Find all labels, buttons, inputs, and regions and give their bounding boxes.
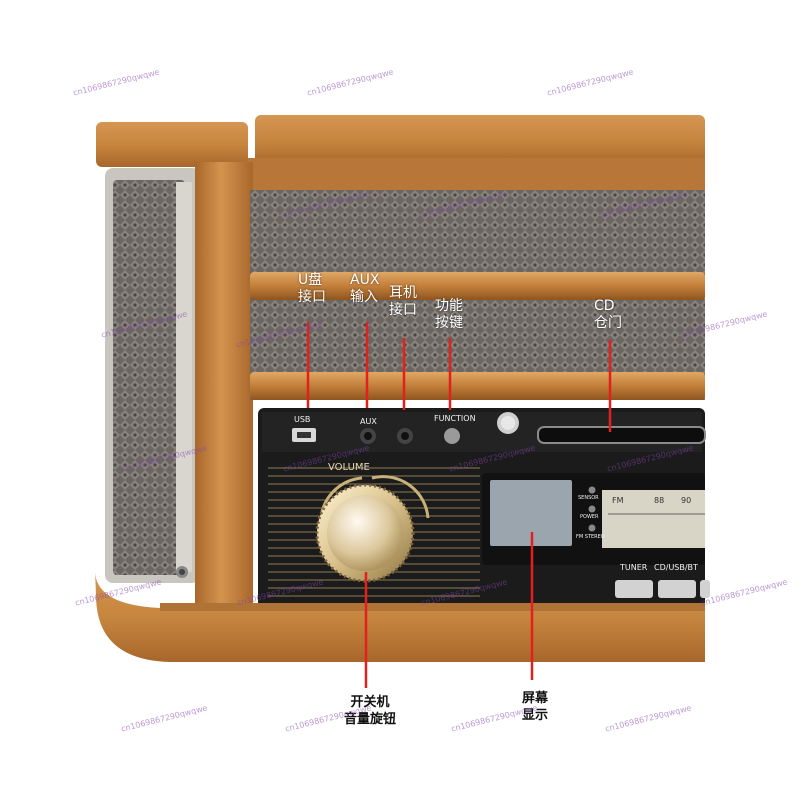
fm-scale-label: FM: [612, 496, 624, 505]
left-pillar: [195, 162, 253, 607]
sensor-led: [588, 486, 596, 494]
function-callout: 功能 按键: [435, 298, 463, 332]
volume-arc-right: [371, 475, 430, 519]
aux-panel-label: AUX: [360, 417, 377, 426]
cd-callout-line2: 仓门: [594, 315, 622, 331]
scale-88-label: 88: [654, 496, 665, 505]
left-top-cap: [96, 122, 248, 167]
usb-callout-line1: U盘: [298, 272, 323, 288]
cd-usb-bt-panel-label: CD/USB/BT: [654, 563, 698, 572]
function-callout-line1: 功能: [435, 298, 463, 314]
wooden-base: [95, 570, 705, 662]
display-callout-line2: 显示: [521, 708, 548, 723]
volume-arc-left: [320, 476, 363, 513]
function-callout-line2: 按键: [435, 315, 463, 331]
display-callout-line1: 屏幕: [521, 691, 548, 706]
sensor-panel-label: SENSOR: [578, 495, 599, 501]
headphone-callout: 耳机 接口: [389, 285, 417, 319]
display-callout: 屏幕 显示: [515, 690, 555, 724]
function-panel-label: FUNCTION: [434, 414, 476, 423]
left-speaker-grille: [113, 180, 185, 575]
headphone-callout-line2: 接口: [389, 302, 417, 318]
power-volume-callout-line1: 开关机: [350, 695, 390, 710]
scale-90-label: 90: [681, 496, 692, 505]
top-lid: [255, 115, 705, 165]
power-led: [588, 505, 596, 513]
headphone-callout-line1: 耳机: [389, 285, 417, 301]
power-volume-callout: 开关机 音量旋钮: [340, 694, 400, 728]
aux-callout: AUX 输入: [350, 272, 379, 306]
power-panel-label: POWER: [580, 514, 599, 520]
cd-callout: CD 仓门: [594, 298, 622, 332]
callout-lines: [306, 322, 612, 688]
power-volume-callout-line2: 音量旋钮: [343, 712, 396, 727]
usb-callout: U盘 接口: [298, 272, 326, 306]
cd-usb-bt-button[interactable]: [658, 580, 696, 598]
fm-stereo-panel-label: FM STEREO: [576, 534, 605, 540]
lcd-screen: [490, 480, 572, 546]
usb-panel-label: USB: [294, 415, 311, 424]
aux-callout-line1: AUX: [350, 272, 380, 288]
function-button[interactable]: [444, 428, 460, 444]
stereo-led: [588, 524, 596, 532]
tuning-scale: [602, 490, 705, 548]
aux-callout-line2: 输入: [350, 289, 378, 305]
cd-slot[interactable]: [537, 426, 706, 444]
rail-1: [250, 272, 705, 300]
rail-2: [250, 372, 705, 400]
tuner-panel-label: TUNER: [620, 563, 648, 572]
cd-callout-line1: CD: [594, 298, 615, 314]
volume-panel-label: VOLUME: [328, 462, 370, 473]
tuner-button[interactable]: [615, 580, 653, 598]
usb-callout-line2: 接口: [298, 289, 326, 305]
